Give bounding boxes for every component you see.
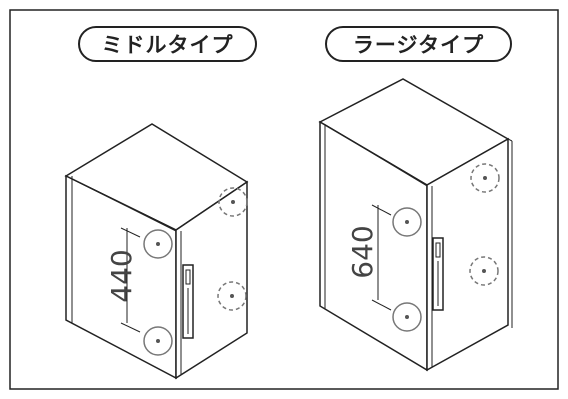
middle-type-label: ミドルタイプ [78,26,257,62]
large-dimension-tick [371,299,392,311]
hole-dot [482,269,486,273]
large-cabinet: 640 [318,78,513,372]
hidden-hole-marker [218,187,248,217]
middle-edge-line [69,177,177,232]
middle-handle-lock [185,269,191,285]
large-type-label: ラージタイプ [325,26,512,62]
hole-dot [405,315,409,319]
large-dimension-value: 640 [346,225,379,278]
outer-frame [9,9,559,390]
hole-marker [392,207,422,237]
hole-marker [143,326,173,356]
hidden-hole-marker [470,163,500,193]
hole-dot [231,200,235,204]
hole-dot [405,220,409,224]
large-edge-line [323,123,428,187]
large-handle-lock [435,242,441,258]
hole-dot [156,339,160,343]
large-edge-line [507,138,513,142]
hole-dot [483,176,487,180]
hidden-hole-marker [469,256,499,286]
large-cabinet-side [426,137,509,372]
large-dimension-tick [371,204,392,216]
hole-marker [143,229,173,259]
hole-dot [156,242,160,246]
middle-dimension-tick [120,322,141,333]
middle-cabinet: 440 [64,123,249,380]
hidden-hole-marker [217,281,247,311]
hole-marker [392,302,422,332]
middle-dimension-value: 440 [105,249,138,302]
middle-dimension-tick [120,227,141,238]
hole-dot [230,294,234,298]
